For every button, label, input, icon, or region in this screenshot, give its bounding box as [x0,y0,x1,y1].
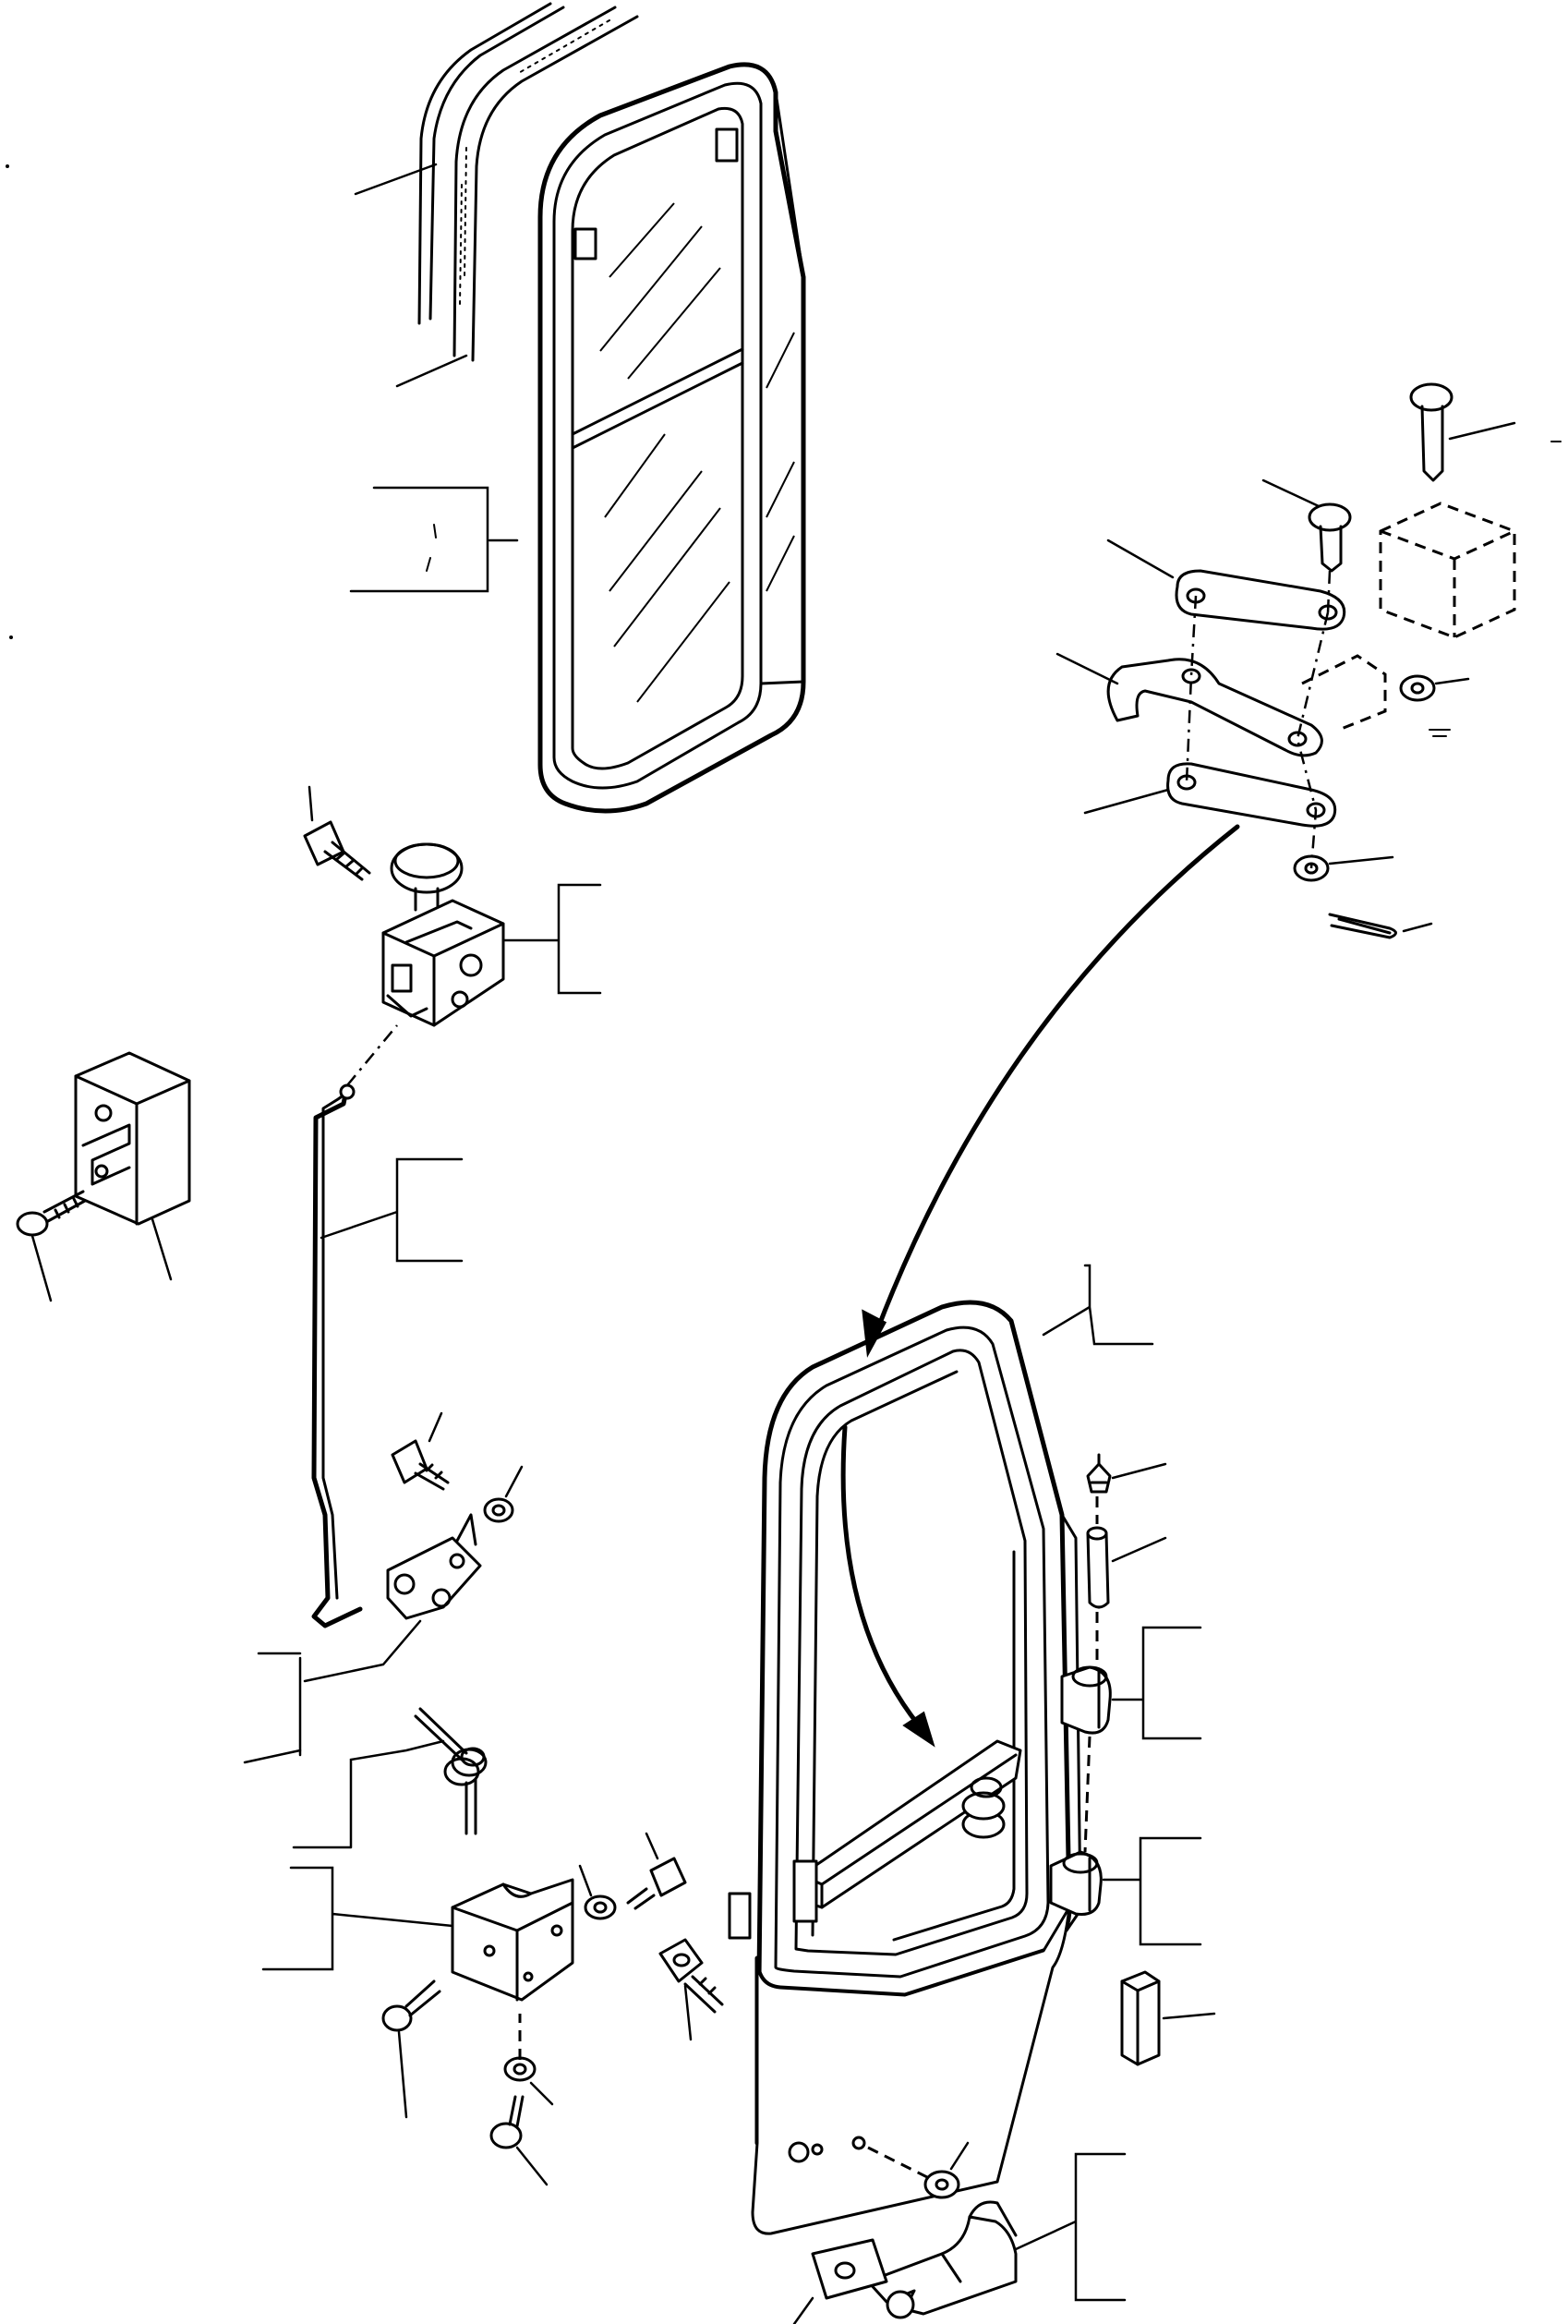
upper-window-sash [537,62,806,814]
lower-latch-bracket [261,1866,574,2002]
upper-window-leader [349,163,519,593]
door-handle [866,2152,1127,2319]
latch-rod [311,1024,464,1628]
door-hinge-upper [1060,1626,1202,1740]
lever-washer [483,1465,524,1523]
bracket-bolt-top [626,1832,687,1910]
door-hinge-pin [1086,1526,1167,1609]
handle-base-plate [792,2238,888,2324]
striker-bracket [74,1051,191,1281]
bracket-washer-bottom [503,2056,554,2106]
door-mount-bolt [658,1938,724,2041]
assembly-arrow [862,824,1240,1358]
glass-rubber-seal [417,2,565,325]
bracket-screw-left [381,1979,441,2119]
page-dot [9,635,13,639]
hinge-link-upper [1106,539,1346,631]
striker-screw [16,1190,87,1302]
hinge-center-line-right [1296,611,1330,869]
door-grease-nipple [1086,1453,1167,1494]
lever-plate [243,1513,482,1764]
page-dot [6,164,9,168]
door-hinge-lower [1049,1836,1202,1946]
hinge-center-line-left [1185,595,1198,783]
torsion-spring [292,1707,488,1849]
door-frame [728,1264,1154,2235]
door-stop-block [1120,1970,1216,2066]
handle-washer [923,2141,970,2199]
hinge-washer-right [1399,674,1470,737]
weatherstrip-seal [452,6,639,362]
bracket-screw-bottom [489,2095,549,2186]
handle-center-line [867,2146,934,2182]
lever-bolt [391,1411,450,1491]
hinge-arm-curved [1055,652,1323,757]
latch-knob [390,842,464,912]
bracket-washer-top [578,1864,617,1920]
latch-body [381,883,602,1027]
cotter-pin [1328,913,1433,939]
hinge-link-lower [1083,762,1337,828]
hinge-washer-bottom [1293,854,1394,882]
hinge-pin-long [1409,382,1516,482]
hinge-pin-short [1261,478,1352,573]
latch-screw [303,785,371,881]
door-hinge-center-line [1083,1496,1099,1853]
hinge-center-line-pin [1326,570,1332,613]
hinge-block-phantom [1301,502,1516,732]
